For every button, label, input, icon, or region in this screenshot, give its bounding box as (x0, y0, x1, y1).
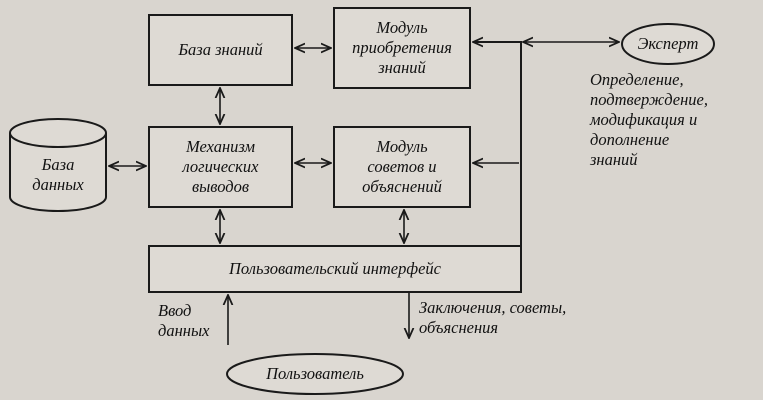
main-connector-wire (474, 41, 522, 246)
user-label: Пользователь (266, 364, 364, 383)
expert-label: Эксперт (637, 34, 699, 53)
acquisition-module-label: Модуль приобретения знаний (352, 18, 452, 77)
database-label: База данных (32, 155, 84, 194)
data-input-annotation: Ввод данных (158, 301, 210, 340)
knowledge-base-box (148, 14, 293, 86)
advice-module-label: Модуль советов и объяснений (362, 137, 442, 196)
expert-flow-annotation: Определение, подтверждение, модификация … (590, 70, 708, 169)
inference-engine-label: Механизм логических выводов (182, 137, 259, 196)
inference-engine-box (148, 126, 293, 208)
user-interface-box (148, 245, 522, 293)
user-ellipse (226, 353, 404, 395)
output-annotation: Заключения, советы, объяснения (419, 298, 567, 337)
acquisition-module-box (333, 7, 471, 89)
expert-ellipse (621, 23, 715, 65)
advice-module-box (333, 126, 471, 208)
database-cylinder (9, 118, 107, 212)
user-interface-label: Пользовательский интерфейс (229, 259, 441, 278)
knowledge-base-label: База знаний (178, 40, 263, 59)
